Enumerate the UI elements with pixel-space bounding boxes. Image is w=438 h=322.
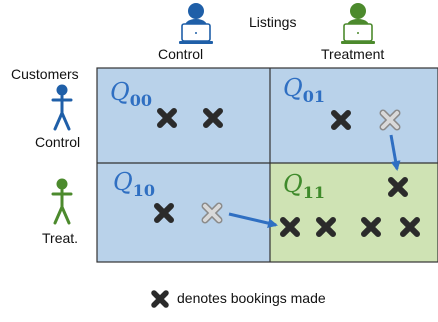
treatment-column-label: Treatment (321, 46, 385, 62)
booking-mark-moved (379, 109, 401, 131)
booking-mark-dark (316, 217, 336, 237)
customer-control-icon (51, 84, 73, 131)
legend-booking-mark (151, 290, 169, 308)
booking-mark-dark (400, 217, 420, 237)
customers-label: Customers (11, 66, 79, 82)
booking-mark-dark (331, 110, 351, 130)
legend-text: denotes bookings made (177, 290, 326, 306)
control-column-label: Control (158, 46, 204, 62)
booking-mark-dark (154, 203, 174, 223)
cell-label-q11: Q11 (283, 170, 325, 202)
cell-label-q01: Q01 (283, 74, 325, 106)
cell-q01 (270, 68, 438, 163)
cell-q00 (97, 68, 270, 163)
cell-label-q10: Q10 (113, 168, 155, 200)
seller-control-icon (179, 3, 213, 44)
grid-border (96, 67, 438, 263)
control-row-label: Control (35, 134, 81, 150)
arrow-q10-to-q11 (228, 212, 278, 229)
customer-treatment-icon (51, 178, 73, 225)
cell-label-q00: Q00 (110, 78, 152, 110)
listings-label: Listings (249, 14, 297, 30)
booking-mark-dark (280, 217, 300, 237)
booking-mark-dark (361, 217, 381, 237)
booking-mark-moved (201, 202, 223, 224)
booking-mark-dark (388, 177, 408, 197)
cell-q10 (97, 163, 270, 262)
cell-q11 (270, 163, 438, 262)
treatment-row-label: Treat. (42, 230, 79, 246)
booking-mark-dark (203, 108, 223, 128)
arrow-q01-to-q11 (389, 134, 401, 171)
booking-marks (154, 108, 420, 237)
seller-treatment-icon (341, 3, 375, 44)
booking-mark-dark (157, 108, 177, 128)
